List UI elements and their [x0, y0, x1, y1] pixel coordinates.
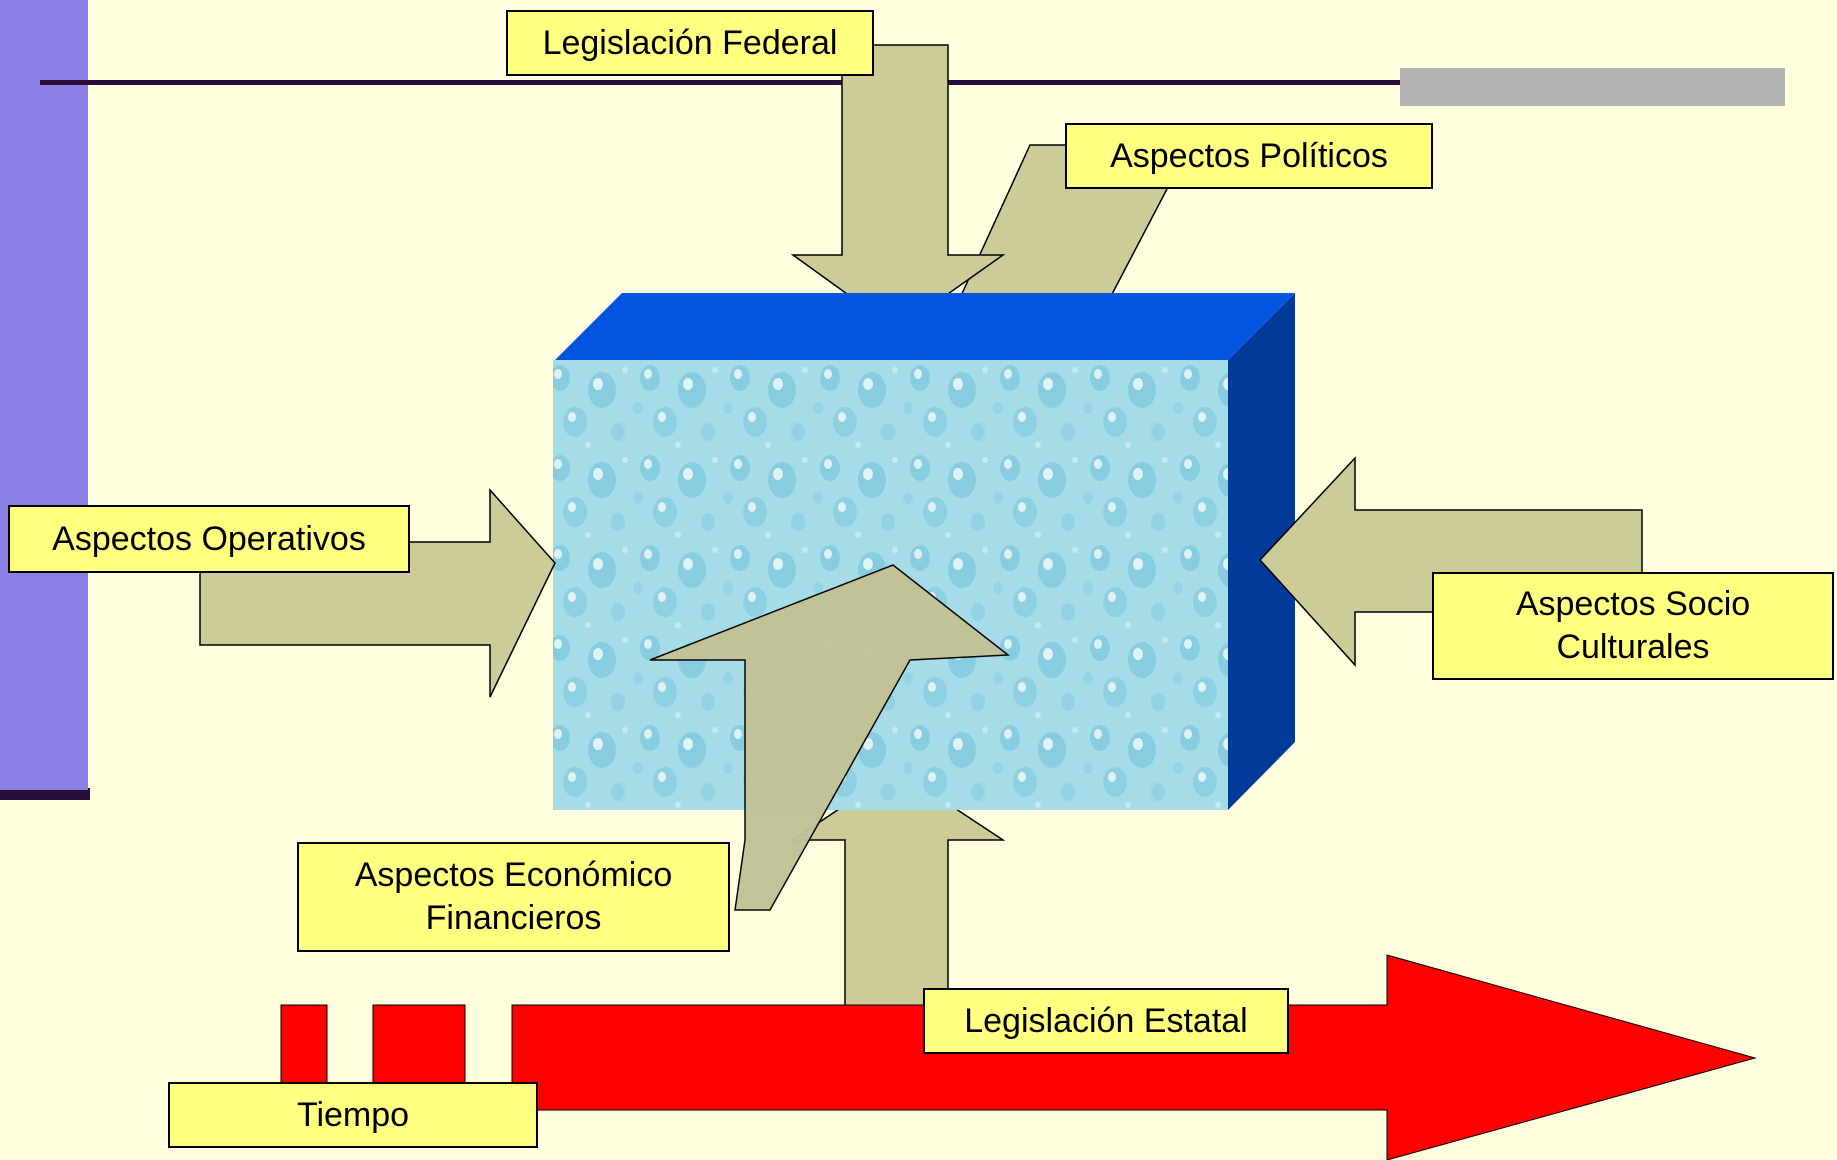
- aspectos-socio-line1: Aspectos Socio: [1515, 585, 1751, 623]
- sidebar-shadow: [0, 788, 90, 800]
- label-aspectos-economico-financieros: Aspectos Económico Financieros: [297, 842, 730, 952]
- label-legislacion-estatal: Legislación Estatal: [923, 988, 1289, 1054]
- time-arrow: [511, 954, 1757, 1160]
- aspectos-socio-line2: Culturales: [1556, 628, 1710, 666]
- aspectos-politicos-text: Aspectos Políticos: [1110, 136, 1388, 175]
- federal-arrow: [790, 44, 1006, 331]
- operativos-arrow: [199, 488, 556, 698]
- box-top-face: [555, 293, 1295, 360]
- tiempo-text: Tiempo: [296, 1095, 410, 1134]
- label-aspectos-socio-culturales: Aspectos Socio Culturales: [1432, 572, 1834, 680]
- legislacion-estatal-text: Legislación Estatal: [964, 1001, 1248, 1040]
- label-tiempo: Tiempo: [168, 1082, 538, 1148]
- aspectos-economico-line1: Aspectos Económico: [354, 856, 673, 894]
- aspectos-economico-line2: Financieros: [425, 899, 602, 937]
- economico-arrow: [649, 564, 1011, 911]
- label-legislacion-federal: Legislación Federal: [506, 10, 874, 76]
- sidebar-bar: [0, 0, 88, 790]
- box-side-face: [1228, 293, 1295, 810]
- aspectos-operativos-text: Aspectos Operativos: [52, 519, 366, 558]
- label-aspectos-politicos: Aspectos Políticos: [1065, 123, 1433, 189]
- label-aspectos-operativos: Aspectos Operativos: [8, 505, 410, 573]
- legislacion-federal-text: Legislación Federal: [542, 23, 838, 62]
- accent-bar: [1400, 68, 1785, 106]
